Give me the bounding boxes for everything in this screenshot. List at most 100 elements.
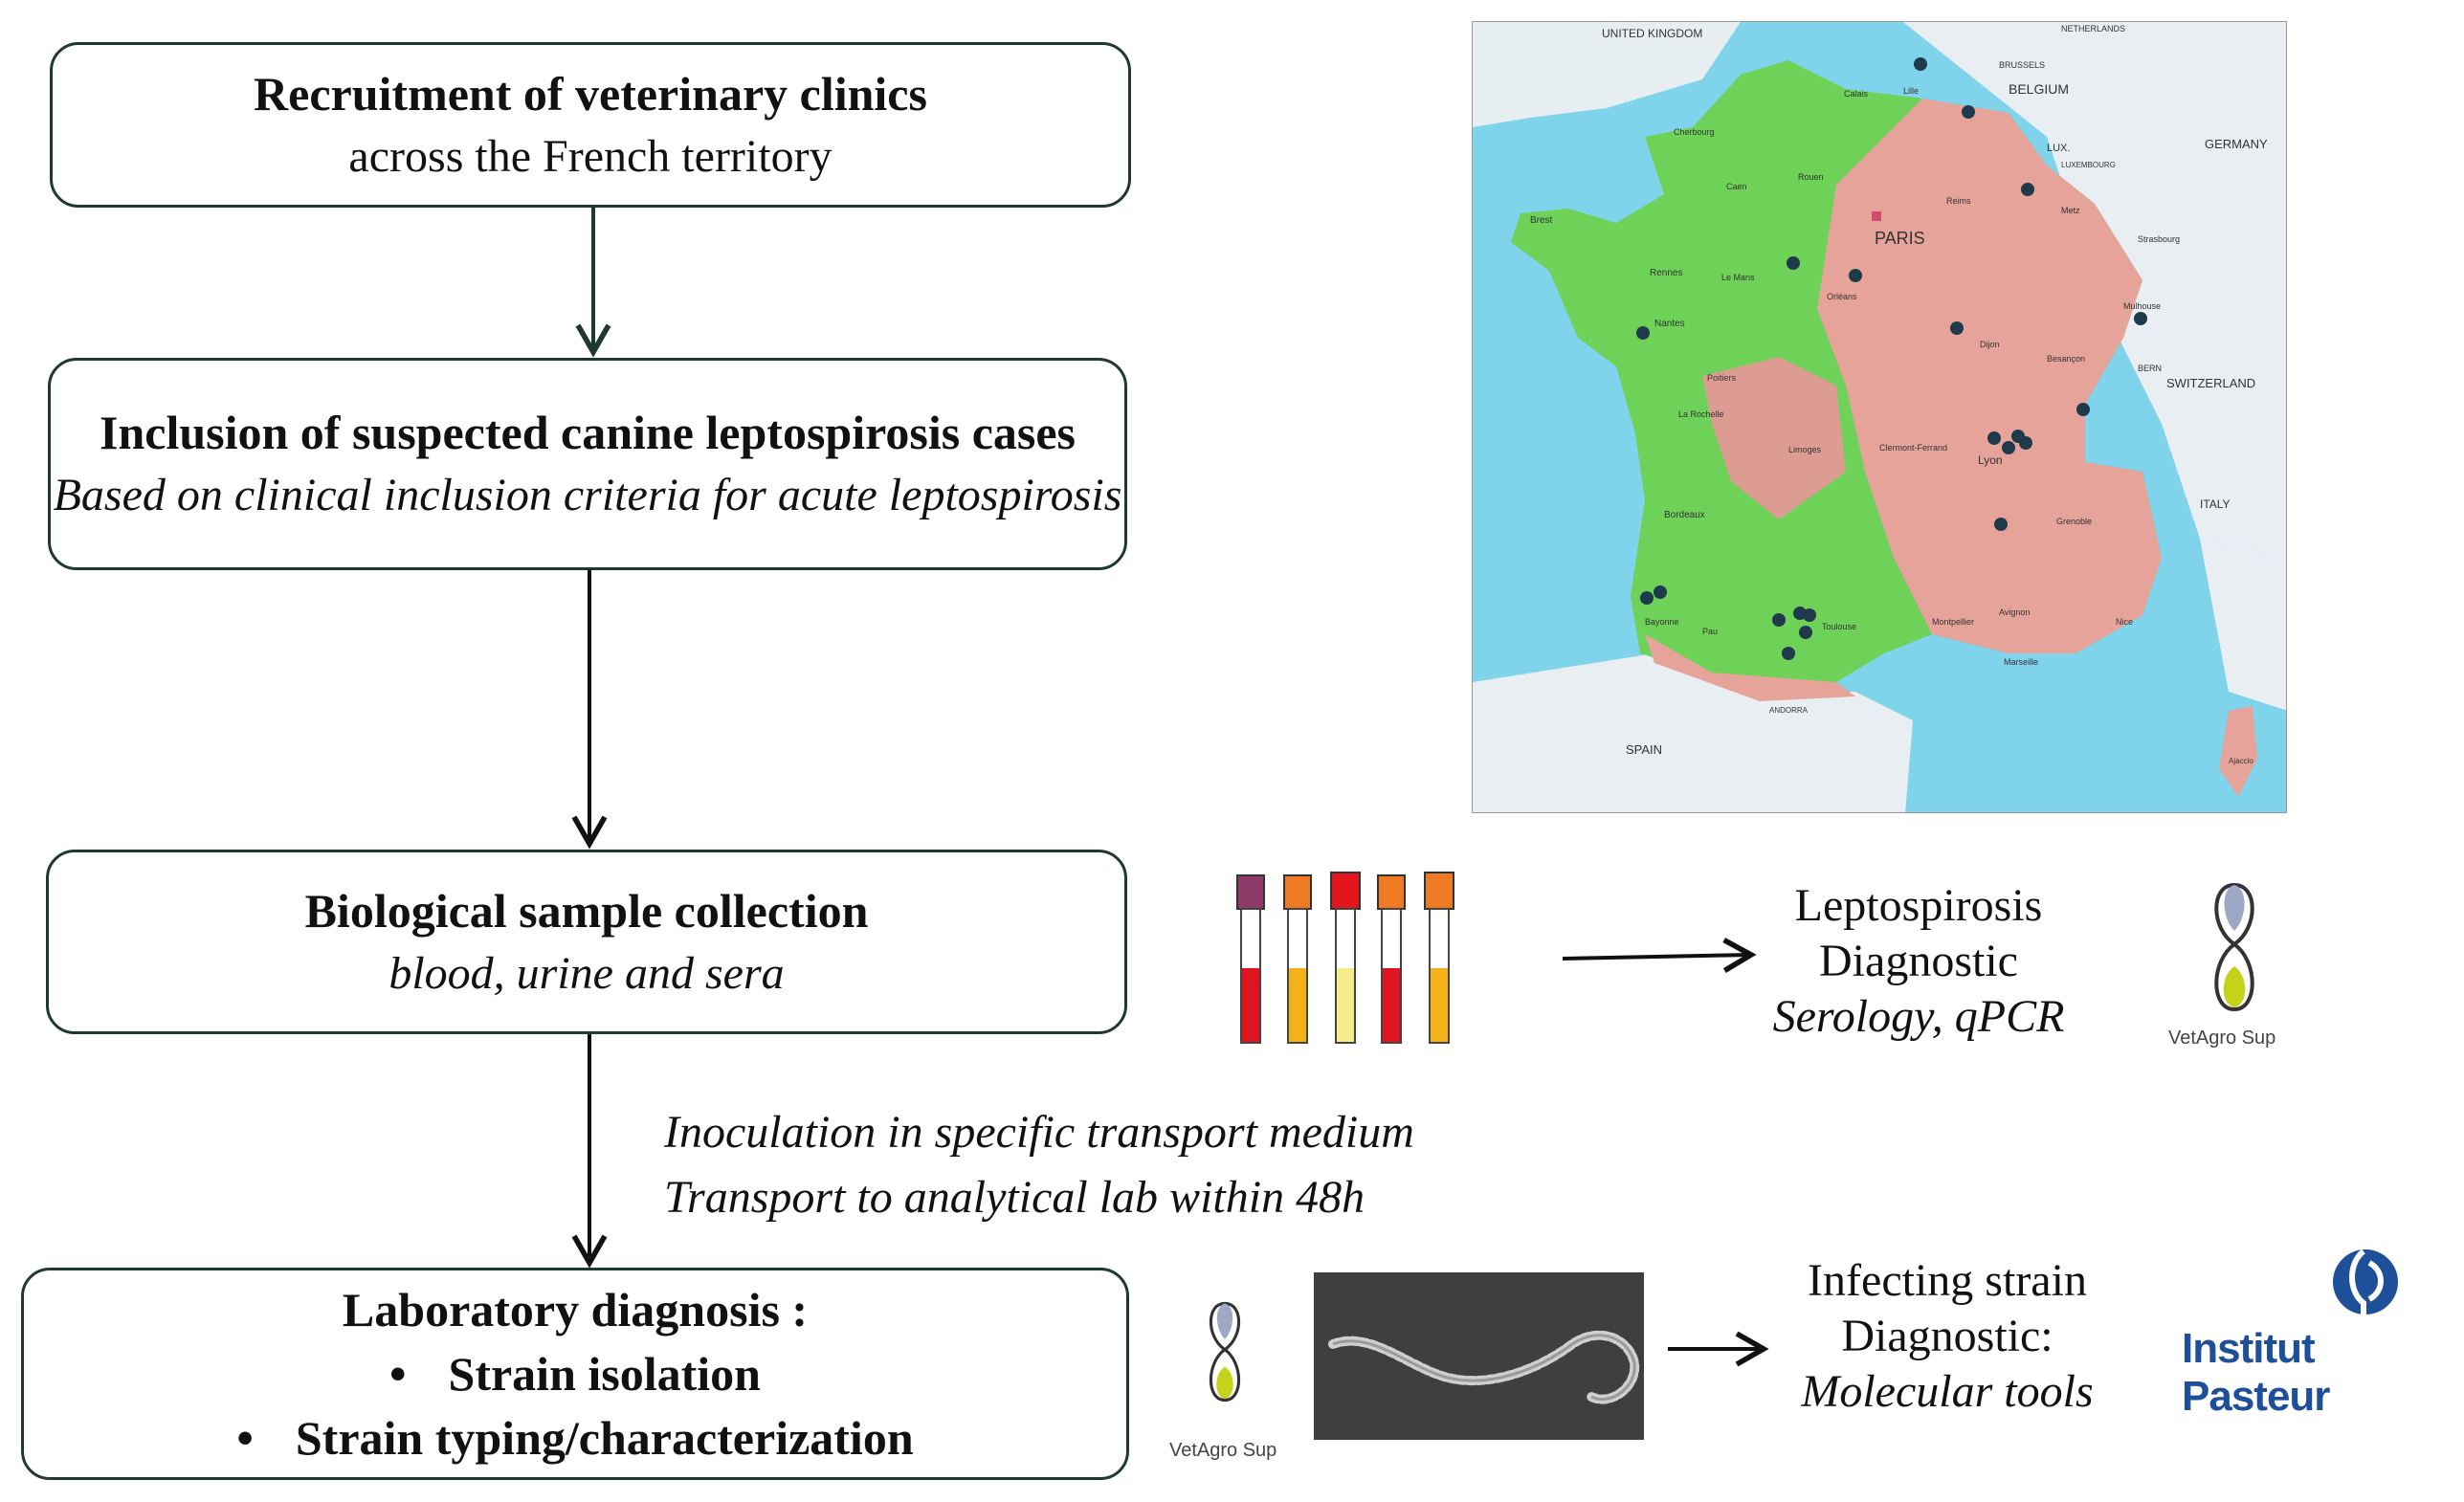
east-land [1903,22,2286,558]
step-inclusion-box: Inclusion of suspected canine leptospiro… [48,358,1127,570]
clinic-marker-icon [1803,608,1816,622]
map-label: Reims [1946,196,1971,206]
tube-icon [1283,874,1312,1044]
vetagro-logo-icon [2214,882,2254,1012]
clinic-marker-icon [1950,321,1964,335]
map-label: Nice [2116,617,2133,627]
map-label: Le Mans [1721,273,1755,282]
clinic-marker-icon [2134,312,2147,325]
transport-note-line1: Inoculation in specific transport medium [664,1107,1414,1158]
map-label: Clermont-Ferrand [1879,443,1947,453]
france-clinics-map: UNITED KINGDOM NETHERLANDS BRUSSELS BELG… [1472,21,2287,813]
relief-east [1817,99,2162,653]
map-label: Caen [1726,182,1747,191]
tube-icon [1377,874,1406,1044]
map-label: Avignon [1999,607,2030,617]
map-label: Lyon [1978,453,2003,467]
transport-note: Inoculation in specific transport medium… [664,1100,1414,1230]
map-label: SWITZERLAND [2166,376,2255,390]
map-label: PARIS [1875,229,1925,248]
clinic-marker-icon [1772,613,1786,627]
map-label: Lille [1903,86,1919,96]
strain-diagnostic-methods: Molecular tools [1801,1366,2094,1417]
italy-land [2200,539,2286,711]
clinic-marker-icon [2076,403,2090,416]
map-label: ITALY [2200,497,2231,511]
map-label: GERMANY [2205,137,2268,151]
strain-diagnostic-line1: Infecting strain [1808,1255,2087,1306]
clinic-marker-icon [1640,591,1654,605]
clinic-marker-icon [1799,626,1812,639]
clinic-marker-icon [1849,269,1862,282]
clinic-marker-icon [2019,436,2032,450]
lepto-diagnostic-methods: Serology, qPCR [1772,991,2065,1042]
uk-land [1473,22,1741,127]
relief-massif [1702,357,1846,519]
map-label: Orléans [1827,292,1857,301]
map-label: Montpellier [1932,617,1974,627]
vetagro-logo-text: VetAgro Sup [1169,1440,1277,1461]
map-label: BERN [2138,364,2162,373]
clinic-markers [1636,57,2147,660]
lepto-diagnostic-line1: Leptospirosis [1794,880,2043,931]
strain-diagnostic-line2: Diagnostic: [1841,1311,2053,1361]
pasteur-logo-icon [2333,1248,2398,1326]
map-label: Grenoble [2056,517,2092,526]
map-label: Pau [1702,627,1718,636]
map-label: Ajaccio [2229,757,2253,765]
tube-icon [1330,872,1361,1044]
vetagro-logo-icon [1209,1301,1241,1403]
map-label: LUX. [2047,143,2070,154]
step-inclusion-title: Inclusion of suspected canine leptospiro… [99,406,1077,459]
map-label: Rennes [1650,268,1682,278]
step-recruitment-subtitle: across the French territory [348,130,832,182]
clinic-marker-icon [1987,431,2001,445]
step-sample-subtitle: blood, urine and sera [388,947,785,999]
leptospira-icon [1314,1272,1644,1440]
clinic-marker-icon [1994,518,2008,531]
clinic-marker-icon [1654,585,1667,599]
map-label: BRUSSELS [1999,60,2045,70]
step-sample-box: Biological sample collection blood, urin… [46,850,1127,1034]
map-label: BELGIUM [2009,81,2069,97]
sample-tubes-icon [1236,872,1454,1044]
step-recruitment-box: Recruitment of veterinary clinics across… [50,42,1131,208]
map-label: ANDORRA [1769,706,1809,715]
arrow-sample-to-lepto-diagnostic [1562,938,1757,973]
tube-icon [1424,872,1454,1044]
clinic-marker-icon [1782,647,1795,660]
clinic-marker-icon [1914,57,1927,71]
map-label: Rouen [1798,172,1824,182]
step-lab-bullet: •Strain typing/characterization [236,1406,913,1470]
map-label: SPAIN [1626,742,1662,757]
vetagro-logo-text: VetAgro Sup [2168,1027,2276,1049]
strain-diagnostic-output: Infecting strain Diagnostic: Molecular t… [1775,1253,2120,1420]
map-label: Dijon [1980,340,2000,349]
lepto-diagnostic-line2: Diagnostic [1819,936,2018,986]
clinic-marker-icon [2002,441,2015,454]
step-lab-bullet: •Strain isolation [389,1342,761,1406]
map-graphic: UNITED KINGDOM NETHERLANDS BRUSSELS BELG… [1473,22,2286,812]
bullet-icon: • [389,1346,407,1401]
clinic-marker-icon [1962,105,1975,119]
map-label: UNITED KINGDOM [1602,27,1702,40]
corsica-land [2219,706,2257,797]
pasteur-logo-text: Institut Pasteur [2182,1325,2330,1420]
map-label: Metz [2061,206,2080,215]
map-label: Brest [1530,215,1553,226]
paris-marker-icon [1872,211,1881,221]
map-label: Strasbourg [2138,234,2180,244]
transport-note-line2: Transport to analytical lab within 48h [664,1172,1365,1223]
step-lab-box: Laboratory diagnosis : •Strain isolation… [21,1268,1129,1480]
map-label: NETHERLANDS [2061,24,2125,33]
map-label: Bordeaux [1664,510,1705,520]
map-label: Toulouse [1822,622,1856,631]
bullet-icon: • [236,1410,254,1465]
clinic-marker-icon [1787,256,1800,270]
map-label: Cherbourg [1674,127,1715,137]
step-sample-title: Biological sample collection [304,883,869,938]
step-lab-title: Laboratory diagnosis : [342,1282,809,1336]
step-inclusion-subtitle: Based on clinical inclusion criteria for… [53,470,1122,520]
map-label: LUXEMBOURG [2061,161,2116,169]
map-label: Mulhouse [2123,301,2161,311]
